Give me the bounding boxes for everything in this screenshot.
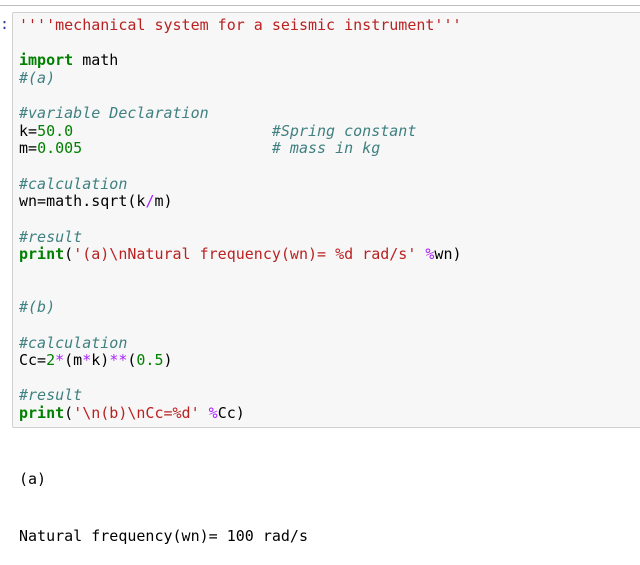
code-token: ) (163, 351, 173, 370)
code-line (19, 211, 462, 229)
string-token: '\n(b)\nCc=%d' (73, 404, 200, 423)
operator-token: * (55, 351, 65, 370)
operator-token: * (82, 351, 92, 370)
code-line (19, 88, 462, 106)
number-token: 50.0 (37, 121, 74, 140)
comment-token: #Spring constant (271, 121, 417, 140)
comment-token: #calculation (19, 333, 128, 352)
keyword-token: import (19, 51, 74, 70)
code-line: Cc=2*(m*k)**(0.5) (19, 351, 462, 370)
code-line: print('\n(b)\nCc=%d' %Cc) (19, 404, 462, 423)
code-editor[interactable]: ''''mechanical system for a seismic inst… (19, 16, 462, 423)
code-token: m) (154, 192, 173, 211)
code-line: #variable Declaration (19, 104, 462, 123)
comment-token: #variable Declaration (19, 104, 209, 123)
comment-token: #result (19, 227, 83, 246)
code-token: k= (19, 121, 38, 140)
code-line (19, 264, 462, 282)
code-line: #(a) (19, 68, 462, 88)
output-line: Natural frequency(wn)= 100 rad/s (19, 527, 308, 545)
code-token: wn=math.sqrt(k (19, 192, 146, 211)
code-token: k) (91, 351, 110, 370)
code-line (19, 282, 462, 300)
code-line (19, 158, 462, 176)
code-line (19, 317, 462, 335)
code-line: #result (19, 387, 462, 405)
cell-output: (a) Natural frequency(wn)= 100 rad/s (19, 432, 308, 565)
keyword-token: print (19, 245, 65, 264)
comment-token: #(a) (19, 68, 56, 87)
operator-token: % (208, 404, 218, 423)
number-token: 0.5 (136, 351, 164, 370)
keyword-token: print (19, 404, 65, 423)
code-line: #result (19, 227, 462, 247)
string-token: ''''mechanical system for a seismic inst… (19, 16, 462, 34)
cell-separator (0, 5, 640, 6)
operator-token: ** (109, 351, 128, 370)
code-token: ( (64, 245, 74, 264)
number-token: 0.005 (37, 139, 83, 158)
comment-token: #calculation (19, 174, 128, 193)
string-token: '(a)\nNatural frequency(wn)= %d rad/s' (73, 245, 417, 264)
operator-token: % (425, 245, 435, 264)
operator-token: / (145, 192, 155, 211)
code-token: math (73, 51, 119, 70)
code-line: print('(a)\nNatural frequency(wn)= %d ra… (19, 246, 462, 264)
code-token: Cc= (19, 351, 47, 370)
code-line: wn=math.sqrt(k/m) (19, 193, 462, 211)
code-cell[interactable]: ''''mechanical system for a seismic inst… (12, 12, 640, 428)
comment-token: # mass in kg (271, 139, 381, 158)
code-line (19, 35, 462, 53)
code-line: m=0.005 # mass in kg (19, 140, 462, 158)
code-token: Cc) (217, 404, 245, 423)
code-line: k=50.0 #Spring constant (19, 121, 462, 141)
code-line: import math (19, 51, 462, 70)
number-token: 2 (46, 351, 56, 370)
comment-token: #result (19, 386, 83, 405)
code-token: ( (127, 351, 137, 370)
code-token (200, 404, 209, 422)
code-line: #calculation (19, 174, 462, 194)
code-token (82, 139, 272, 157)
code-token: m= (19, 139, 38, 158)
code-token (73, 122, 272, 140)
code-line: #calculation (19, 333, 462, 353)
cell-prompt: : (0, 15, 10, 33)
code-token: wn) (434, 245, 462, 264)
code-token: (m (64, 351, 83, 370)
code-line (19, 370, 462, 388)
comment-token: #(b) (19, 298, 56, 317)
code-token: ( (64, 404, 74, 423)
code-line: ''''mechanical system for a seismic inst… (19, 16, 462, 35)
code-line: #(b) (19, 298, 462, 317)
